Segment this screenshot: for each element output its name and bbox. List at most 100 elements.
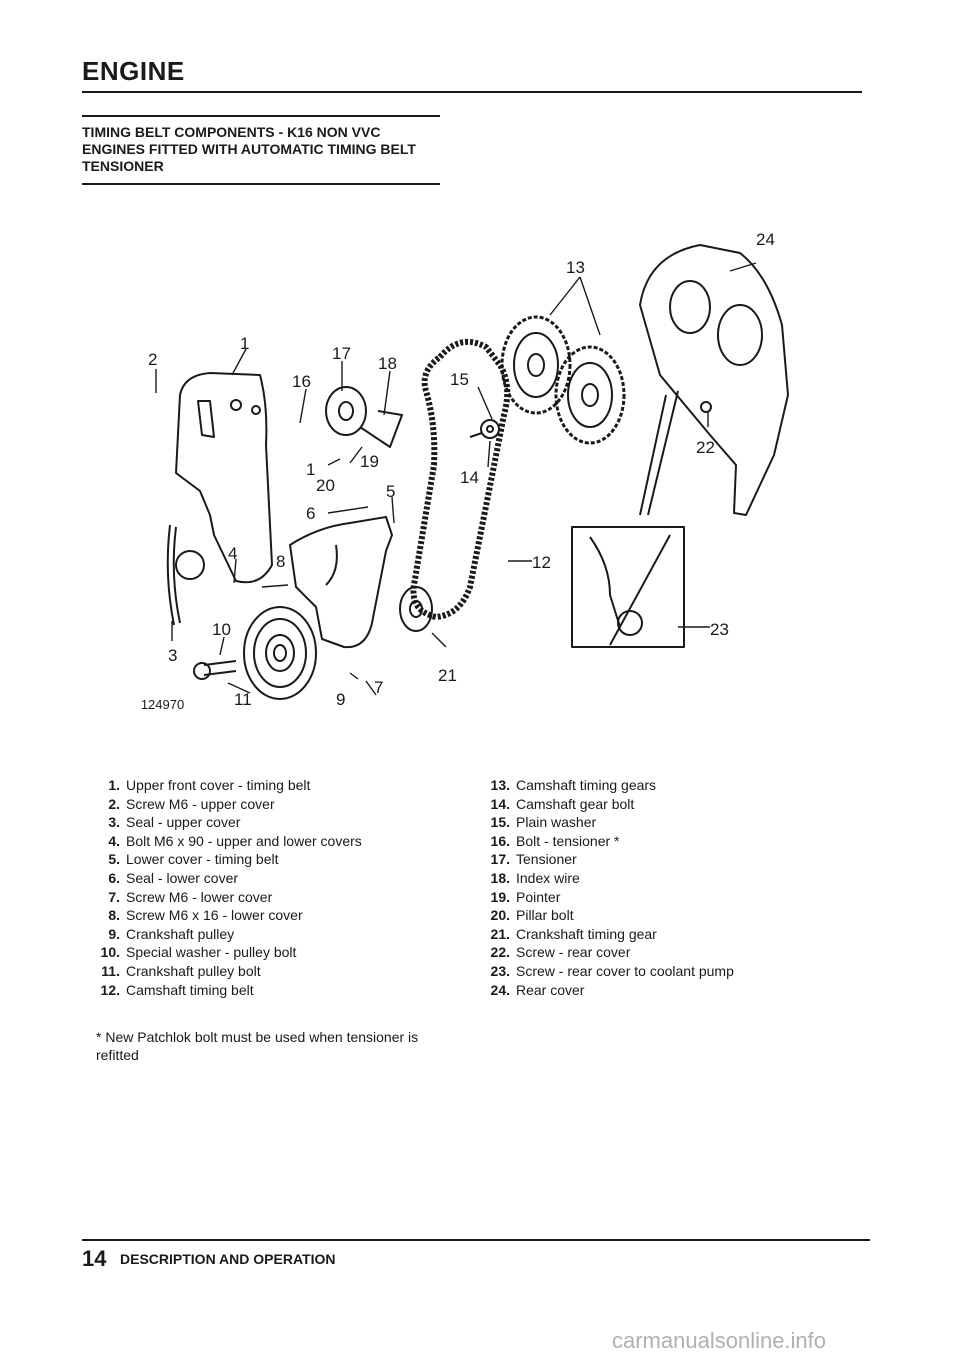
legend-text: Crankshaft timing gear <box>516 925 657 942</box>
lower-cover <box>289 516 393 649</box>
timing-belt-diagram: 1 2 3 4 5 6 7 8 9 10 11 12 13 14 15 16 1… <box>130 215 800 725</box>
callout-22: 22 <box>696 438 715 457</box>
legend-number: 22. <box>490 944 510 961</box>
legend-text: Plain washer <box>516 814 597 831</box>
legend-item: 3. Seal - upper cover <box>96 813 496 832</box>
callout-6: 6 <box>306 504 315 523</box>
legend-text: Bolt - tensioner * <box>516 832 620 849</box>
legend-number: 1. <box>108 777 120 793</box>
legend-text: Upper front cover - timing belt <box>126 777 311 793</box>
legend-text: Camshaft gear bolt <box>516 795 635 812</box>
legend-item: 21.Crankshaft timing gear <box>486 925 866 944</box>
callout-11: 11 <box>234 690 252 709</box>
callout-24: 24 <box>756 230 775 249</box>
legend-item: 11. Crankshaft pulley bolt <box>96 962 496 981</box>
legend-text: Camshaft timing gears <box>516 777 657 793</box>
legend-number: 23. <box>490 962 510 979</box>
legend-text: Seal - upper cover <box>126 814 241 831</box>
legend-item: 1. Upper front cover - timing belt <box>96 776 496 795</box>
callout-1: 1 <box>240 334 249 353</box>
legend-text: Screw - rear cover <box>516 944 631 961</box>
page-number: 14 <box>82 1246 107 1271</box>
legend-text: Special washer - pulley bolt <box>126 944 297 961</box>
rear-cover <box>639 244 789 516</box>
tensioner-pulley <box>325 386 367 436</box>
callout-10: 10 <box>212 620 231 639</box>
legend-number: 6. <box>108 869 120 886</box>
callout-8: 8 <box>276 552 285 571</box>
legend-item: 15.Plain washer <box>486 813 866 832</box>
legend-item: 10. Special washer - pulley bolt <box>96 943 496 962</box>
legend-item: 22. Screw - rear cover <box>486 943 866 962</box>
legend-item: 14.Camshaft gear bolt <box>486 795 866 814</box>
legend-item: 24.Rear cover <box>486 981 866 1000</box>
crankshaft-timing-gear <box>399 586 433 632</box>
legend-left-column: 1. Upper front cover - timing belt 2. Scre… <box>96 776 496 999</box>
legend-item: 6. Seal - lower cover <box>96 869 496 888</box>
crankshaft-pulley <box>243 606 317 700</box>
legend-text: Seal - lower cover <box>126 869 239 886</box>
legend-text: Screw - rear cover to coolant pump <box>516 962 734 979</box>
callout-2: 2 <box>148 350 157 369</box>
legend-text: Lower cover - timing belt <box>126 851 279 868</box>
section-title: TIMING BELT COMPONENTS - K16 NON VVC ENG… <box>82 124 416 174</box>
legend-number: 17. <box>490 851 510 868</box>
callout-4: 4 <box>228 544 237 563</box>
legend-item: 20. Pillar bolt <box>486 906 866 925</box>
legend-item: 16. Bolt - tensioner * <box>486 832 866 851</box>
legend-text: Rear cover <box>516 981 585 998</box>
callout-14: 14 <box>460 468 479 487</box>
camshaft-gear-right <box>554 345 626 445</box>
legend-text: Camshaft timing belt <box>126 981 254 998</box>
legend-text: Pointer <box>516 888 561 905</box>
upper-front-cover <box>175 372 273 584</box>
legend-item: 5.Lower cover - timing belt <box>96 850 496 869</box>
watermark: carmanualsonline.info <box>612 1328 827 1353</box>
legend-number: 11. <box>101 962 120 979</box>
callout-19: 19 <box>360 452 379 471</box>
legend-item: 9.Crankshaft pulley <box>96 925 496 944</box>
legend-text: Screw M6 x 16 - lower cover <box>126 907 303 924</box>
legend-item: 19. Pointer <box>486 888 866 907</box>
legend-right-column: 13.Camshaft timing gears 14.Camshaft gea… <box>486 776 866 999</box>
legend-item: 2. Screw M6 - upper cover <box>96 795 496 814</box>
legend-number: 19. <box>490 888 510 905</box>
legend-text: Crankshaft pulley <box>126 925 235 942</box>
callout-1-tensioner: 1 <box>306 460 315 479</box>
coolant-pump-inset <box>571 526 685 648</box>
figure-code: M124970 <box>140 697 184 712</box>
legend-item: 18. Index wire <box>486 869 866 888</box>
legend-item: 7.Screw M6 - lower cover <box>96 888 496 907</box>
section-divider-top <box>82 115 440 117</box>
callout-7: 7 <box>374 678 383 697</box>
callout-20: 20 <box>316 476 335 495</box>
legend-number: 12. <box>100 981 120 998</box>
legend-text: Crankshaft pulley bolt <box>126 962 261 979</box>
upper-cover-seal <box>166 524 175 626</box>
legend-text: Pillar bolt <box>516 907 574 924</box>
callout-15: 15 <box>450 370 469 389</box>
legend-number: 18. <box>490 869 510 886</box>
footnote: * New Patchlok bolt must be used when te… <box>96 1029 419 1063</box>
legend-item: 4.Bolt M6 x 90 - upper and lower covers <box>96 832 496 851</box>
callout-5: 5 <box>386 482 395 501</box>
legend-text: Tensioner <box>516 851 577 868</box>
legend-number: 2. <box>108 795 120 812</box>
legend-text: Index wire <box>516 869 580 886</box>
legend-number: 20. <box>490 907 510 924</box>
legend-text: Screw M6 - upper cover <box>126 795 275 812</box>
callout-9: 9 <box>336 690 345 709</box>
legend-item: 12. Camshaft timing belt <box>96 981 496 1000</box>
footer-divider <box>82 1239 870 1241</box>
camshaft-timing-belt <box>410 338 511 620</box>
callout-23: 23 <box>710 620 729 639</box>
legend-number: 10. <box>100 944 120 961</box>
footer-section-title: DESCRIPTION AND OPERATION <box>120 1251 336 1267</box>
legend-number: 8. <box>108 907 120 924</box>
callout-3: 3 <box>168 646 177 665</box>
callout-12: 12 <box>532 553 551 572</box>
legend-number: 3. <box>108 814 120 831</box>
page-header-title: ENGINE <box>82 56 185 86</box>
legend-text: Screw M6 - lower cover <box>126 888 273 905</box>
legend-number: 16. <box>490 832 510 849</box>
